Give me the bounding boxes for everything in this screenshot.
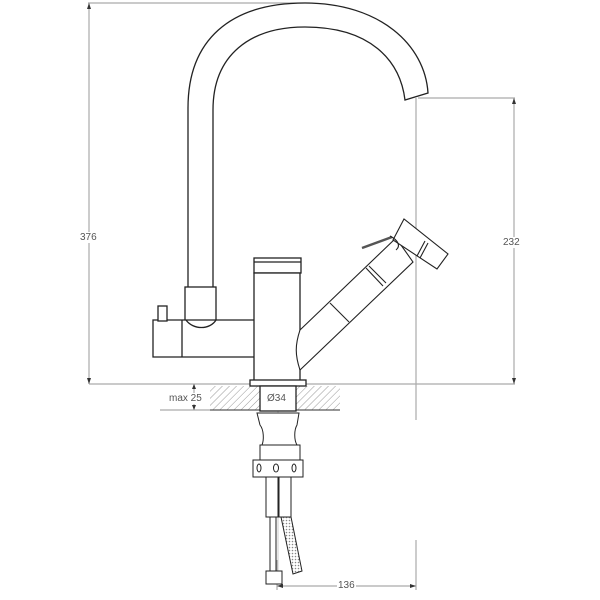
- dimension-spout-reach: 136: [337, 580, 356, 591]
- pull-out-sprayer: [295, 218, 449, 371]
- spray-head: [392, 218, 449, 270]
- dimension-mount-hole-diameter: Ø34: [266, 393, 287, 404]
- countertop: [210, 386, 340, 411]
- dimension-total-height: 376: [79, 232, 98, 243]
- dimension-arrows: [87, 3, 516, 588]
- dimension-countertop-thickness: max 25: [168, 393, 203, 404]
- gooseneck-spout: [187, 2, 429, 290]
- under-counter-fittings: [252, 412, 304, 585]
- dimension-spout-height: 232: [502, 237, 521, 248]
- dimension-lines: [88, 2, 515, 590]
- faucet-body: [152, 2, 429, 412]
